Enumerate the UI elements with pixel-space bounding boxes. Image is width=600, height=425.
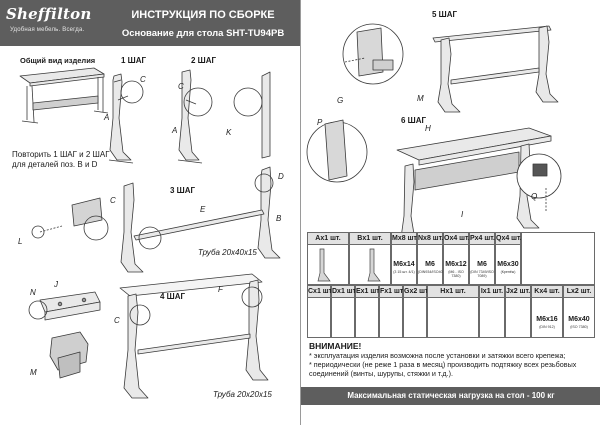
part-letter: M xyxy=(417,94,424,103)
part-letter: C xyxy=(140,75,146,84)
part-cell-c: Cx1 шт. xyxy=(307,285,333,338)
part-cell-g: Gx2 шт. xyxy=(403,285,430,338)
pipe-label-step3: Труба 20x40x15 xyxy=(198,248,257,257)
warning-line-2: * периодически (не реже 1 раза в месяц) … xyxy=(309,360,577,369)
repeat-note-line-2: для деталей поз. B и D xyxy=(12,160,98,169)
instruction-page-right: 5 ШАГ 6 ШАГ G M H P I Q Ax1 шт. Bx1 шт. … xyxy=(300,0,600,425)
overview-title: Общий вид изделия xyxy=(20,56,96,65)
instruction-page-left: Sheffilton Удобная мебель. Всегда. ИНСТР… xyxy=(0,0,300,399)
part-letter: C xyxy=(178,82,184,91)
part-cell-e: Ex1 шт. xyxy=(355,285,381,338)
part-letter: A xyxy=(104,113,110,122)
part-letter: K xyxy=(226,128,232,137)
part-letter: C xyxy=(110,196,116,205)
part-letter: C xyxy=(114,316,120,325)
step-6-label: 6 ШАГ xyxy=(401,116,427,125)
warning-block: ВНИМАНИЕ! * эксплуатация изделия возможн… xyxy=(309,341,593,381)
brand-logo: Sheffilton xyxy=(6,5,92,23)
part-letter: F xyxy=(218,285,223,294)
part-cell-blank xyxy=(521,232,595,285)
part-letter: D xyxy=(278,172,284,181)
part-letter: H xyxy=(425,124,431,133)
warning-line-1: * эксплуатация изделия возможна после ус… xyxy=(309,351,566,360)
part-letter: M xyxy=(30,368,37,377)
part-cell-p: Px4 шт. M6 (DIN 7349/ISO 7089) xyxy=(469,232,495,285)
repeat-note-line-1: Повторить 1 ШАГ и 2 ШАГ xyxy=(12,150,110,159)
brand-tagline: Удобная мебель. Всегда. xyxy=(10,27,85,33)
part-cell-b: Bx1 шт. xyxy=(349,232,391,285)
step-5-label: 5 ШАГ xyxy=(432,10,458,19)
part-letter: A xyxy=(172,126,178,135)
step1-leg-illustration xyxy=(108,73,134,164)
assembly-illustrations-right xyxy=(306,23,562,249)
part-cell-d: Dx1 шт. xyxy=(331,285,357,338)
part-cell-n: Nx8 шт. M6 (DIN934/ISO4032) xyxy=(417,232,448,285)
part-letter: B xyxy=(276,214,282,223)
document-title: ИНСТРУКЦИЯ ПО СБОРКЕ xyxy=(131,9,275,21)
table-overview-illustration xyxy=(19,67,109,124)
part-cell-m: Mx8 шт. M6x14 (3 15 шт. 4/1) xyxy=(391,232,418,285)
step4-frame-illustration xyxy=(28,273,269,399)
part-letter: Q xyxy=(531,192,538,201)
part-cell-k: Kx4 шт. M6x16 (DIN 912) xyxy=(531,285,563,338)
part-letter: P xyxy=(317,118,323,127)
parts-list-table: Ax1 шт. Bx1 шт. Mx8 шт. M6x14 (3 15 шт. … xyxy=(307,232,595,338)
warning-line-3: соединений (винты, шурупы, стяжки и т.д.… xyxy=(309,369,453,378)
part-cell-j: Jx2 шт. xyxy=(505,285,531,338)
part-cell-l: Lx2 шт. M6x40 (ISO 7380) xyxy=(563,285,595,338)
part-letter: G xyxy=(337,96,344,105)
step5-frame-illustration xyxy=(342,23,559,113)
part-letter: J xyxy=(54,280,58,289)
pipe-label-step4: Труба 20x20x15 xyxy=(213,390,272,399)
part-cell-h: Hx1 шт. xyxy=(427,285,479,338)
document-subtitle: Основание для стола SHT-TU94PB xyxy=(121,28,285,39)
part-cell-o: Ox4 шт. M6x12 (M6 - ISO 7380) xyxy=(443,232,470,285)
step-1-label: 1 ШАГ xyxy=(121,56,147,65)
part-letter: E xyxy=(200,205,206,214)
part-letter: L xyxy=(18,237,23,246)
warning-title: ВНИМАНИЕ! xyxy=(309,341,362,351)
step-4-label: 4 ШАГ xyxy=(160,292,186,301)
part-letter: I xyxy=(461,210,464,219)
assembly-illustrations-left xyxy=(19,67,281,399)
step-2-label: 2 ШАГ xyxy=(191,56,217,65)
step2-leg-illustration xyxy=(177,69,203,164)
header-bar: Sheffilton Удобная мебель. Всегда. ИНСТР… xyxy=(0,0,300,46)
part-cell-f: Fx1 шт. xyxy=(379,285,405,338)
step2-right-upright xyxy=(261,71,271,159)
max-load-bar: Максимальная статическая нагрузка на сто… xyxy=(301,387,600,405)
step-3-label: 3 ШАГ xyxy=(170,186,196,195)
part-cell-i: Ix1 шт. xyxy=(479,285,505,338)
part-cell-q: Qx4 шт. M6x30 (Крепёж) xyxy=(495,232,522,285)
step3-frame-illustration xyxy=(31,166,281,273)
part-letter: N xyxy=(30,288,36,297)
part-cell-a: Ax1 шт. xyxy=(307,232,349,285)
step6-table-illustration xyxy=(306,119,562,249)
